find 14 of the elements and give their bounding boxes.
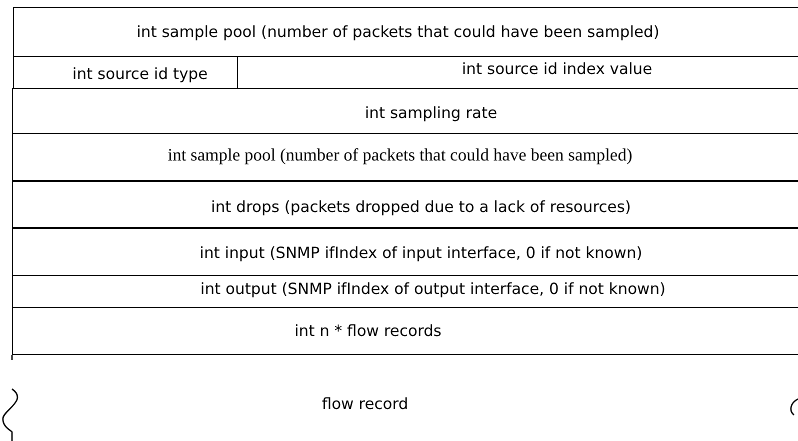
field-row xyxy=(12,307,798,355)
field-row xyxy=(12,228,798,276)
field-label: int drops (packets dropped due to a lack of resources) xyxy=(211,198,631,216)
field-label: int sample pool (number of packets that could have been sampled) xyxy=(136,23,660,41)
field-label: int source id type xyxy=(72,65,208,83)
field-label: int source id index value xyxy=(462,60,652,78)
field-label: int input (SNMP ifIndex of input interface, 0 if not known) xyxy=(200,244,642,262)
field-row xyxy=(13,7,798,57)
field-label: int output (SNMP ifIndex of output interface, 0 if not known) xyxy=(200,280,666,298)
field-label: int sampling rate xyxy=(364,104,498,122)
field-label: int sample pool (number of packets that could have been sampled) xyxy=(168,144,632,166)
field-row xyxy=(12,133,798,181)
field-row xyxy=(12,181,798,228)
field-label: int n * flow records xyxy=(294,322,442,340)
